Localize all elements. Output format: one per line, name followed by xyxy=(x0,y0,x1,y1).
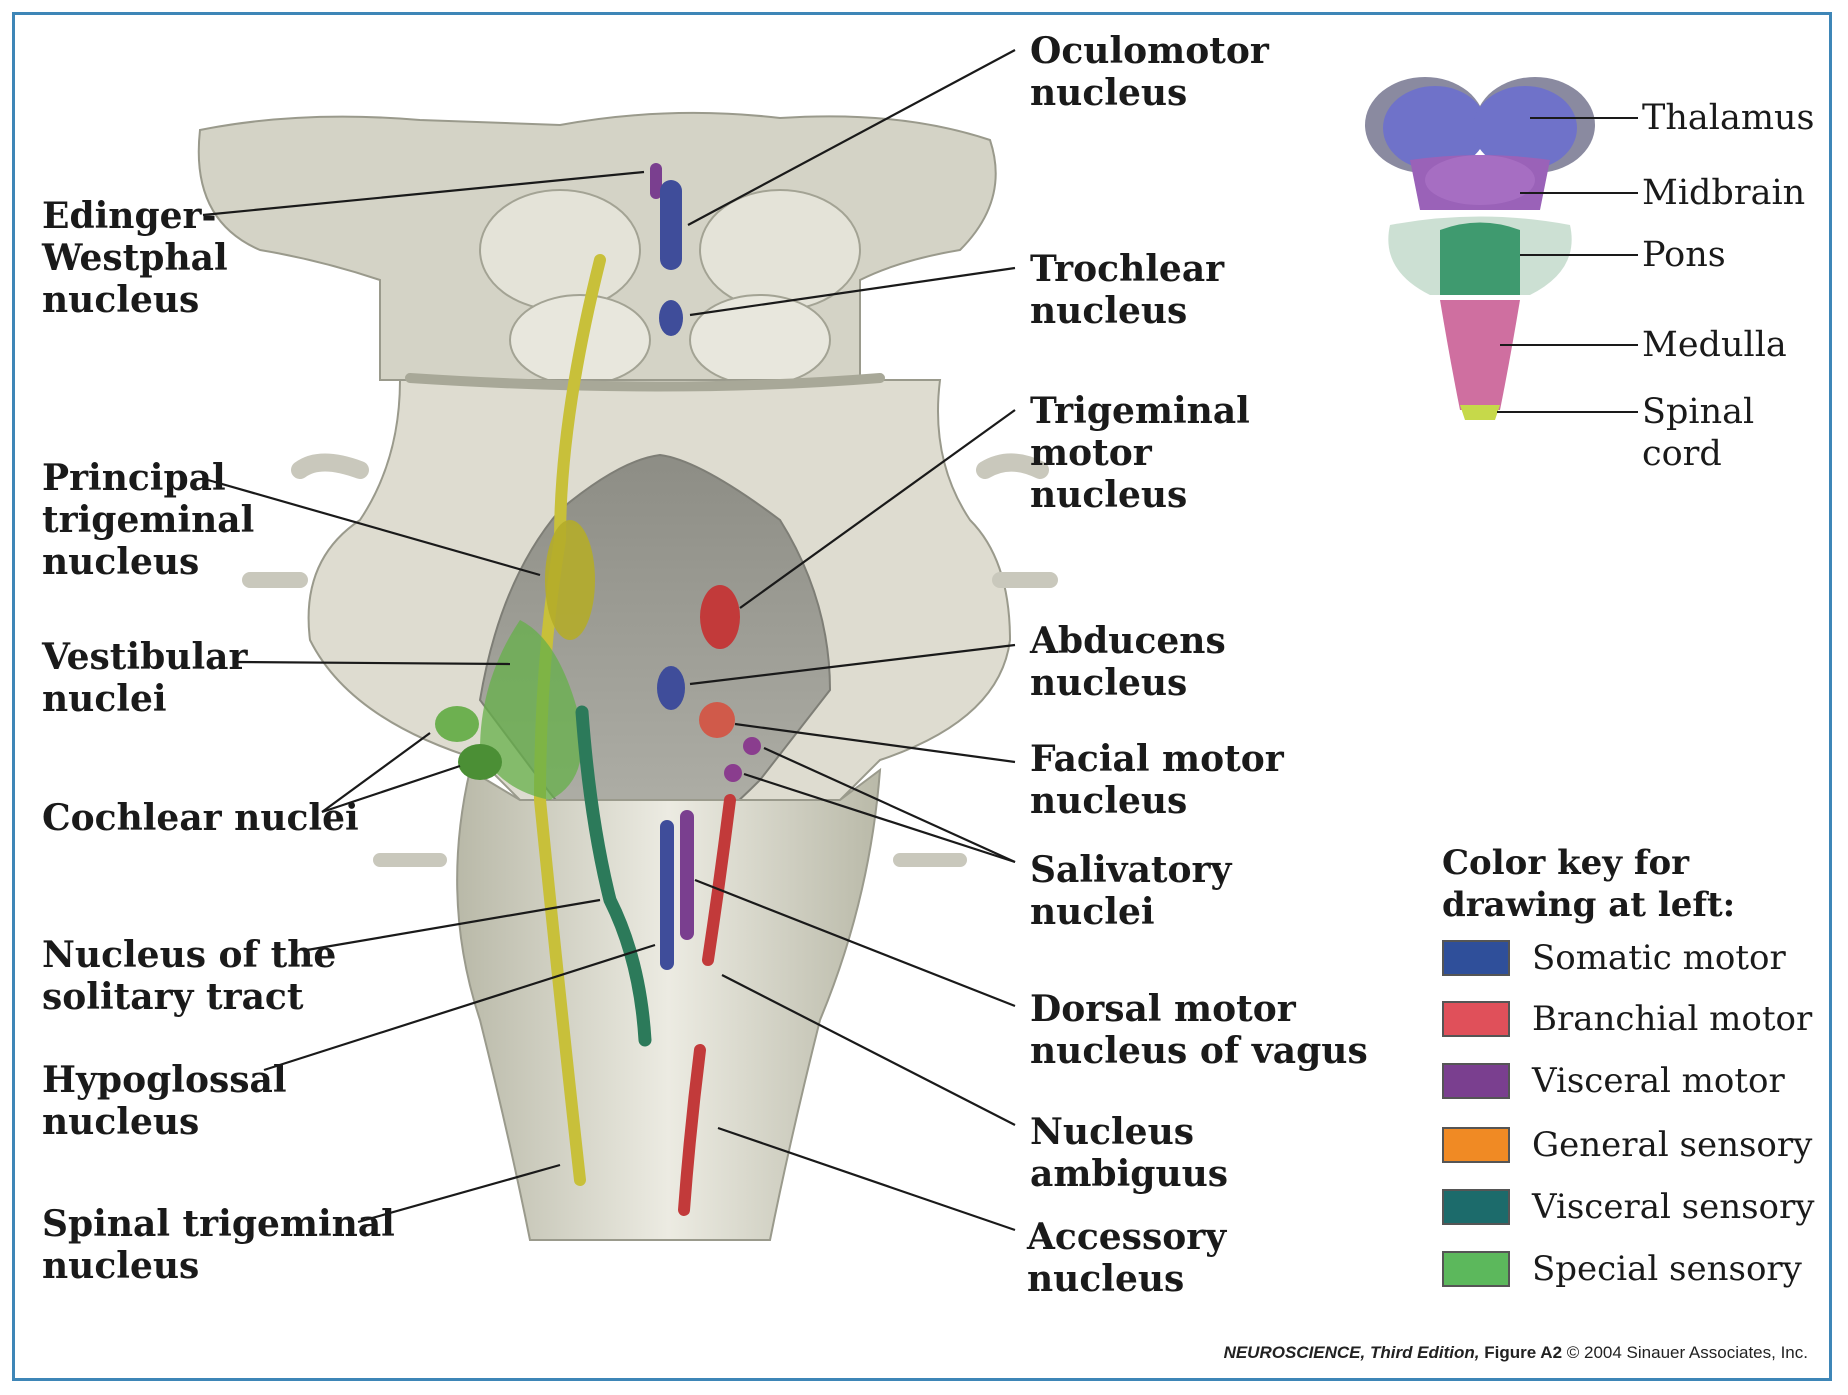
label-hypoglossal: Hypoglossal nucleus xyxy=(42,1059,287,1143)
credit-copyright: © 2004 Sinauer Associates, Inc. xyxy=(1566,1343,1808,1362)
label-salivatory: Salivatory nuclei xyxy=(1030,849,1232,933)
label-principal-trigeminal: Principal trigeminal nucleus xyxy=(42,457,255,583)
color-key-swatch xyxy=(1442,1189,1510,1225)
principal-trigeminal-nucleus xyxy=(545,520,595,640)
color-key-label: Branchial motor xyxy=(1532,999,1813,1039)
label-trochlear: Trochlear nucleus xyxy=(1030,248,1225,332)
label-oculomotor: Oculomotor nucleus xyxy=(1030,30,1269,114)
label-abducens: Abducens nucleus xyxy=(1030,620,1226,704)
color-key-swatch xyxy=(1442,1251,1510,1287)
label-solitary-tract: Nucleus of the solitary tract xyxy=(42,934,337,1018)
accessory-nucleus xyxy=(678,1044,706,1216)
salivatory-nucleus-inferior xyxy=(724,764,742,782)
label-dorsal-motor-vagus: Dorsal motor nucleus of vagus xyxy=(1030,988,1368,1072)
nucleus-ambiguus xyxy=(702,794,736,966)
hypoglossal-nucleus xyxy=(660,820,674,970)
color-key-swatch xyxy=(1442,1063,1510,1099)
color-key-label: Somatic motor xyxy=(1532,938,1786,978)
label-cochlear: Cochlear nuclei xyxy=(42,797,359,839)
inset-leader-lines xyxy=(1497,117,1638,413)
color-key-item: Visceral sensory xyxy=(1442,1185,1815,1229)
trochlear-nucleus xyxy=(659,300,683,336)
color-key-item: Somatic motor xyxy=(1442,936,1786,980)
label-vestibular: Vestibular nuclei xyxy=(42,636,248,720)
edinger-westphal-nucleus xyxy=(650,163,662,199)
label-nucleus-ambiguus: Nucleus ambiguus xyxy=(1030,1111,1229,1195)
color-key-label: Special sensory xyxy=(1532,1249,1802,1289)
color-key-label: Visceral sensory xyxy=(1532,1187,1815,1227)
color-key-swatch xyxy=(1442,1001,1510,1037)
color-key-label: Visceral motor xyxy=(1532,1061,1785,1101)
color-key-item: General sensory xyxy=(1442,1123,1812,1167)
label-spinal-trigeminal: Spinal trigeminal nucleus xyxy=(42,1203,395,1287)
inset-label-midbrain: Midbrain xyxy=(1642,173,1806,213)
label-trigeminal-motor: Trigeminal motor nucleus xyxy=(1030,390,1250,516)
figure-credit: NEUROSCIENCE, Third Edition, Figure A2 ©… xyxy=(1224,1343,1808,1363)
solitary-tract-nucleus xyxy=(575,705,652,1047)
color-key-label: General sensory xyxy=(1532,1125,1813,1165)
label-edinger-westphal: Edinger- Westphal nucleus xyxy=(42,195,228,321)
salivatory-nucleus-superior xyxy=(743,737,761,755)
abducens-nucleus xyxy=(657,666,685,710)
color-key-swatch xyxy=(1442,940,1510,976)
facial-motor-nucleus xyxy=(699,702,735,738)
inset-label-spinal-cord: Spinal cord xyxy=(1642,392,1755,474)
color-key-item: Branchial motor xyxy=(1442,997,1812,1041)
label-accessory: Accessory nucleus xyxy=(1027,1216,1227,1300)
credit-figure-number: Figure A2 xyxy=(1484,1343,1563,1362)
dorsal-motor-nucleus-vagus xyxy=(680,810,694,940)
inset-brainstem xyxy=(1365,77,1595,420)
cochlear-nucleus-ventral xyxy=(458,744,502,780)
color-key-item: Visceral motor xyxy=(1442,1059,1785,1103)
leader-lines xyxy=(202,49,1016,1232)
color-key-item: Special sensory xyxy=(1442,1247,1802,1291)
trigeminal-motor-nucleus xyxy=(700,585,740,649)
color-key-title: Color key for drawing at left: xyxy=(1442,843,1736,925)
inset-label-thalamus: Thalamus xyxy=(1642,98,1815,138)
inset-label-medulla: Medulla xyxy=(1642,325,1787,365)
inset-label-pons: Pons xyxy=(1642,235,1726,275)
cochlear-nucleus-dorsal xyxy=(435,706,479,742)
oculomotor-nucleus xyxy=(660,180,682,270)
color-key-swatch xyxy=(1442,1127,1510,1163)
label-facial-motor: Facial motor nucleus xyxy=(1030,738,1284,822)
credit-book-title: NEUROSCIENCE, Third Edition, xyxy=(1223,1343,1480,1362)
